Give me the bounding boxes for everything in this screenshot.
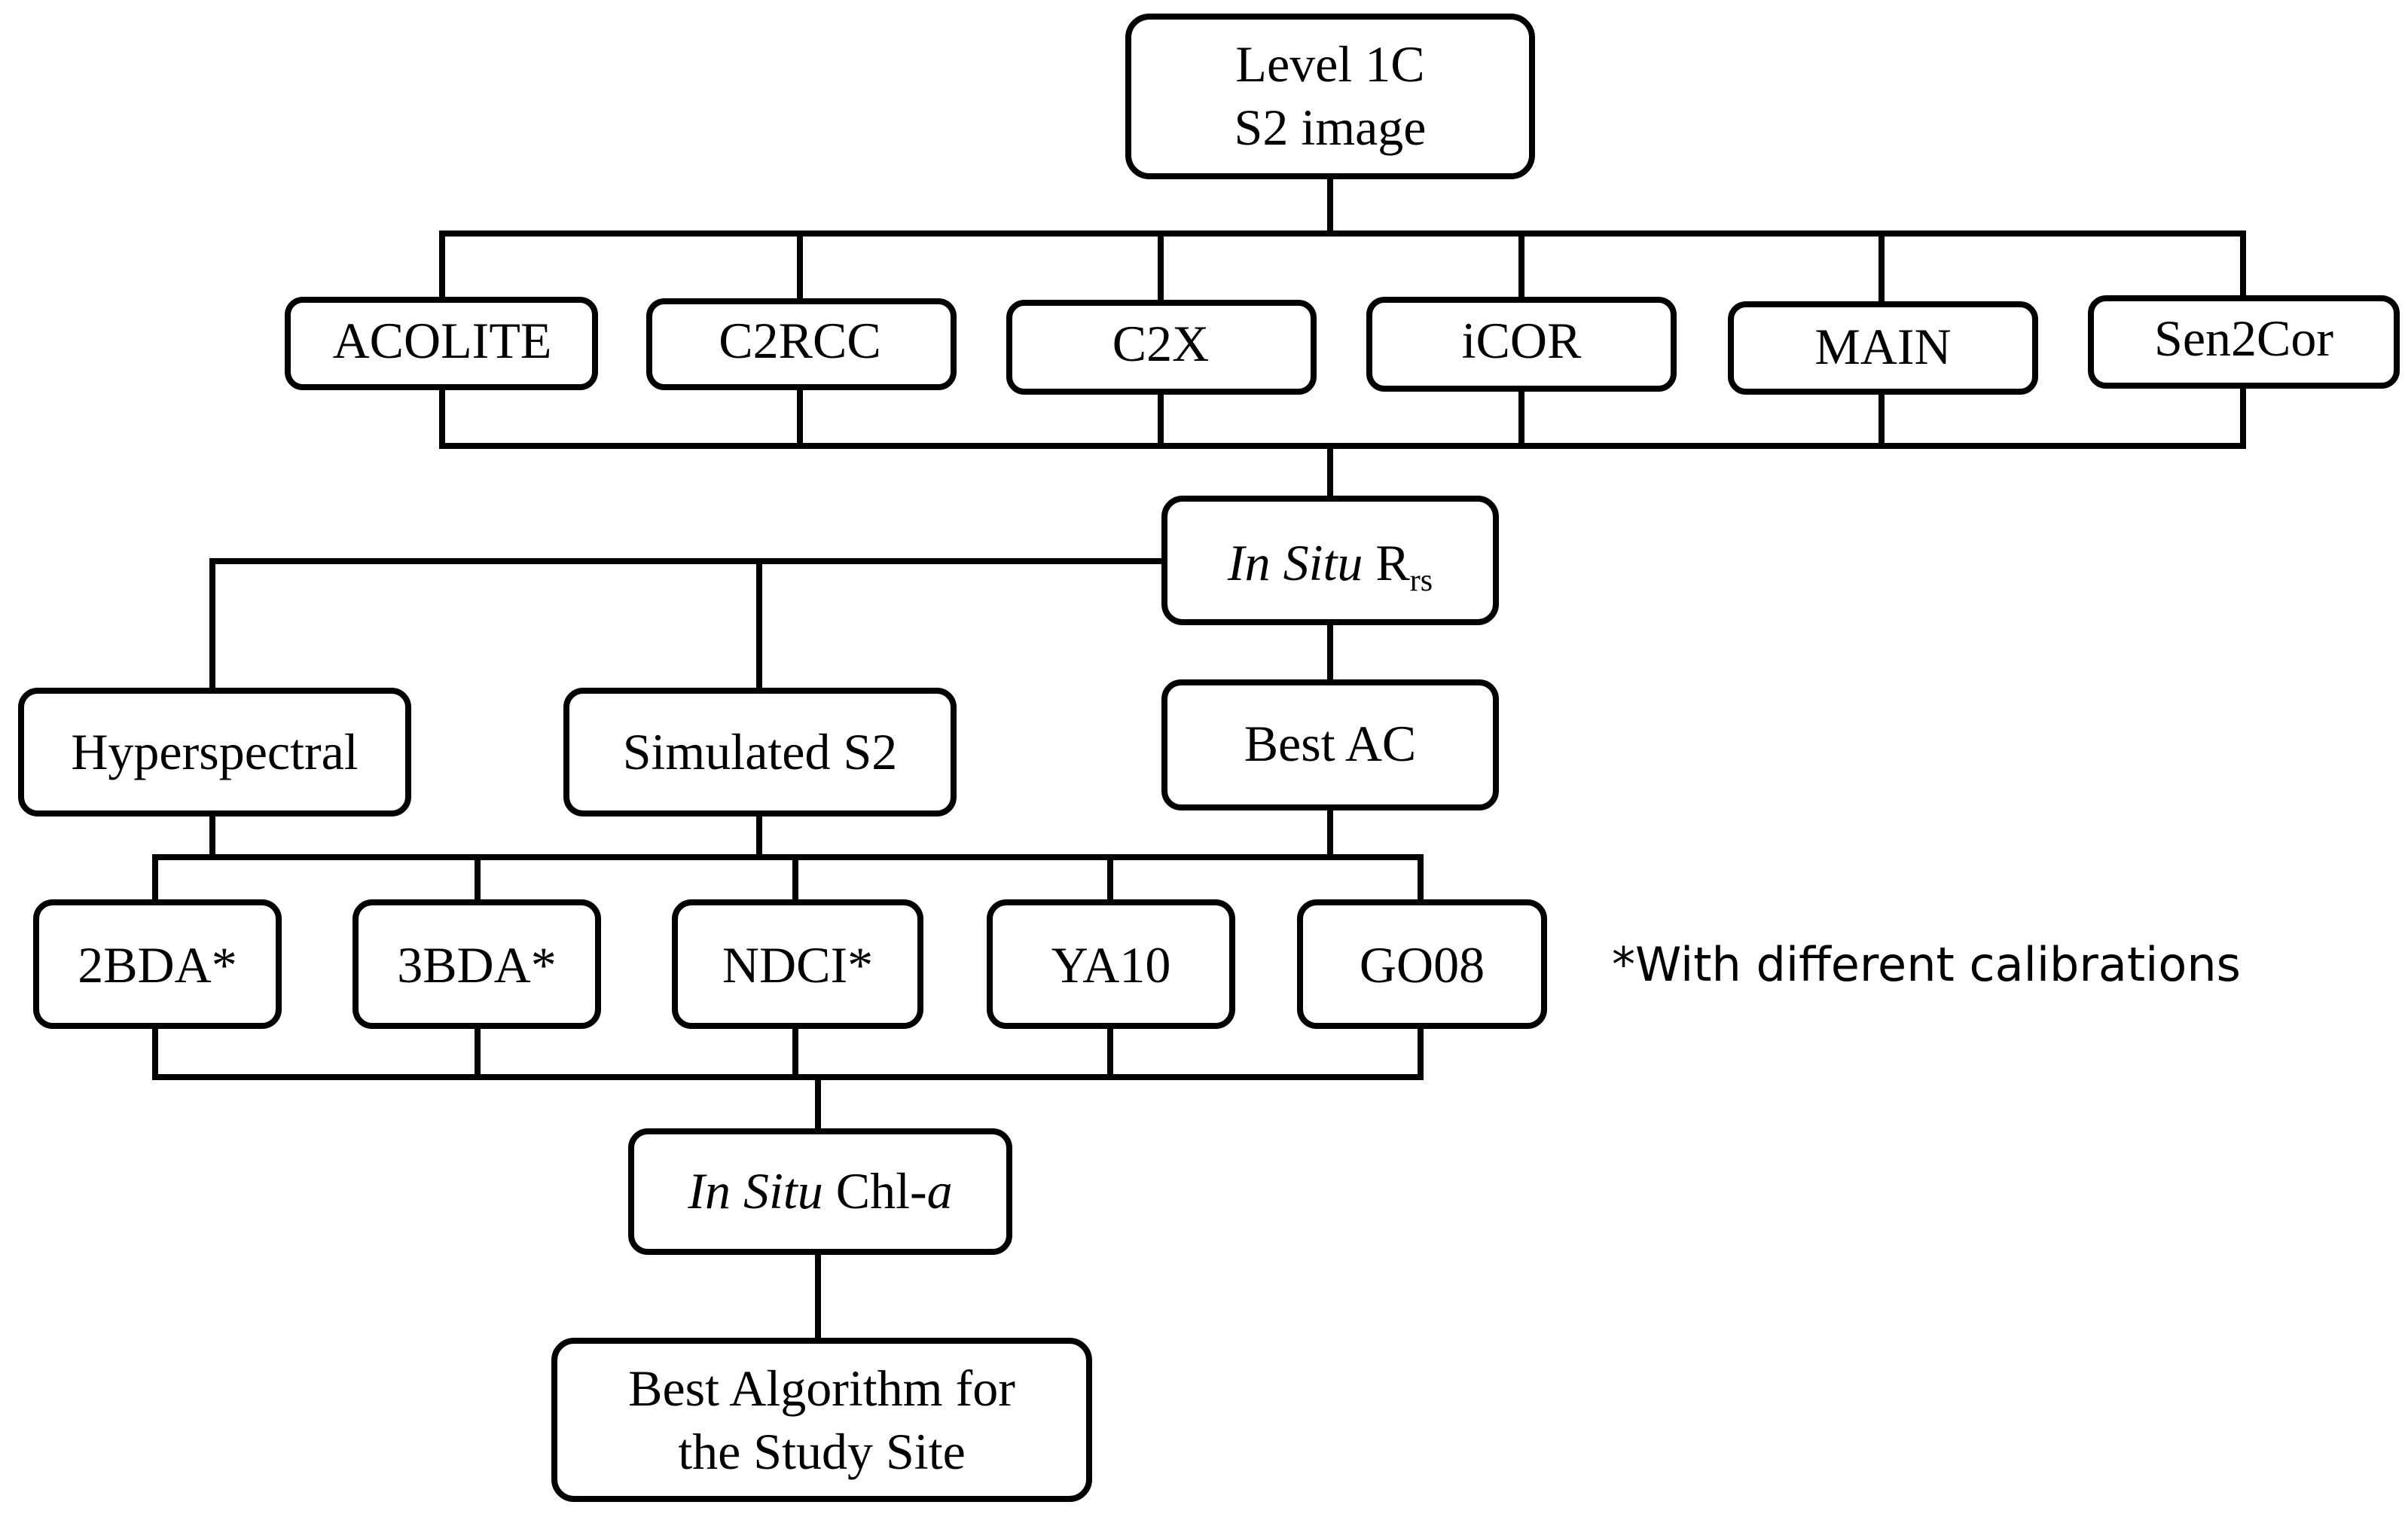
in-situ-chla-node: In Situ Chl-a xyxy=(628,1128,1012,1255)
hyperspectral-label: Hyperspectral xyxy=(71,723,358,780)
level-1c-s2-image-node: Level 1C S2 image xyxy=(1125,14,1535,179)
ndci-label: NDCI* xyxy=(722,936,873,994)
in-situ-chla-italic-a: a xyxy=(927,1162,953,1219)
ndci-node: NDCI* xyxy=(672,899,923,1029)
go08-node: GO08 xyxy=(1297,899,1547,1029)
ya10-node: YA10 xyxy=(987,899,1235,1029)
hyperspectral-node: Hyperspectral xyxy=(18,688,411,817)
in-situ-rrs-main: R xyxy=(1363,534,1410,591)
2bda-node: 2BDA* xyxy=(33,899,282,1029)
connectors xyxy=(152,176,2246,1344)
sen2cor-label: Sen2Cor xyxy=(2154,310,2333,367)
in-situ-rrs-label: In Situ Rrs xyxy=(1227,534,1433,598)
in-situ-chla-label: In Situ Chl-a xyxy=(687,1162,952,1219)
best-algorithm-line2: the Study Site xyxy=(678,1423,966,1480)
ya10-label: YA10 xyxy=(1051,936,1171,994)
icor-node: iCOR xyxy=(1366,297,1677,392)
acolite-node: ACOLITE xyxy=(285,297,598,390)
in-situ-chla-main: Chl- xyxy=(823,1162,927,1219)
in-situ-chla-italic: In Situ xyxy=(687,1162,823,1219)
2bda-label: 2BDA* xyxy=(78,936,237,994)
in-situ-rrs-subscript: rs xyxy=(1410,563,1433,598)
go08-label: GO08 xyxy=(1360,936,1485,994)
calibration-footnote: *With different calibrations xyxy=(1612,937,2241,992)
best-ac-label: Best AC xyxy=(1244,715,1417,772)
best-algorithm-line1: Best Algorithm for xyxy=(628,1360,1015,1417)
simulated-s2-node: Simulated S2 xyxy=(563,688,957,817)
best-ac-node: Best AC xyxy=(1161,679,1499,810)
c2x-node: C2X xyxy=(1006,300,1317,395)
main-label: MAIN xyxy=(1814,318,1951,375)
best-algorithm-node: Best Algorithm for the Study Site xyxy=(551,1338,1092,1502)
in-situ-rrs-node: In Situ Rrs xyxy=(1161,496,1499,625)
c2rcc-node: C2RCC xyxy=(646,298,957,390)
sen2cor-node: Sen2Cor xyxy=(2088,295,2400,389)
level-1c-line2: S2 image xyxy=(1235,99,1427,156)
c2rcc-label: C2RCC xyxy=(719,312,880,369)
3bda-node: 3BDA* xyxy=(353,899,601,1029)
simulated-s2-label: Simulated S2 xyxy=(623,723,898,780)
icor-label: iCOR xyxy=(1462,312,1582,369)
main-node: MAIN xyxy=(1728,301,2038,395)
acolite-label: ACOLITE xyxy=(333,312,552,369)
in-situ-rrs-italic: In Situ xyxy=(1227,534,1363,591)
3bda-label: 3BDA* xyxy=(397,936,557,994)
level-1c-line1: Level 1C xyxy=(1235,35,1424,93)
c2x-label: C2X xyxy=(1112,315,1209,372)
